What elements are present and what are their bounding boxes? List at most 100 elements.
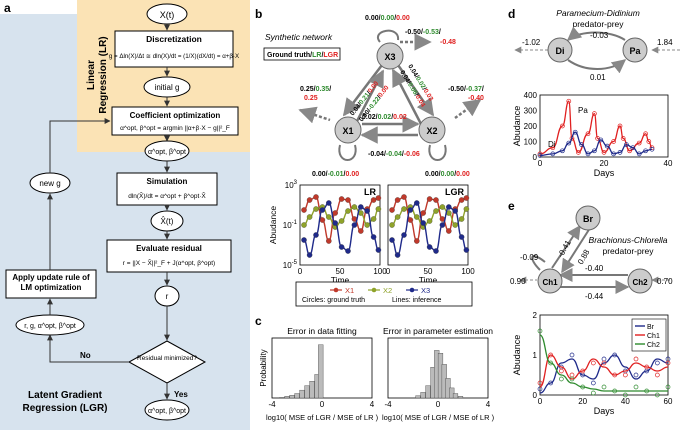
coef-title: Coefficient optimization	[130, 111, 221, 120]
data-point-x1	[332, 210, 338, 216]
series-label-di: Di	[548, 140, 556, 149]
data-point-x1	[345, 197, 351, 203]
series-line-di	[539, 131, 653, 157]
edge-label-x1-x2: 0.02/0.02/0.02	[362, 114, 407, 121]
x-axis-label: Days	[594, 168, 615, 178]
y-tick-label: 200	[524, 122, 538, 131]
data-point-x1	[407, 217, 414, 223]
data-point-x2	[394, 214, 401, 220]
network-legend: Ground truth/LR/LGR	[267, 52, 338, 59]
residual-eq: r = ||X − X̂||²_F + J(α^opt, β^opt)	[123, 259, 215, 267]
data-point-br	[590, 380, 596, 386]
data-point-ch1	[654, 372, 660, 378]
simulation-eq: dln(X̂)/dt = α^opt + β^opt·X̂	[128, 192, 206, 200]
x-tick-label: 0	[320, 400, 325, 409]
data-point-x2	[364, 222, 370, 228]
data-point-pa	[643, 131, 648, 137]
data-point-pa	[620, 136, 626, 141]
data-point-pa	[646, 139, 652, 144]
legend-marker-x3	[409, 287, 415, 293]
lgr-title-1: Latent Gradient	[28, 390, 103, 401]
lm-rule: Apply update rule of LM optimization	[12, 273, 90, 292]
discretization-title: Discretization	[146, 34, 202, 44]
data-point-di	[585, 151, 591, 157]
legend-marker-x2	[371, 287, 377, 293]
node-ch1	[537, 268, 563, 294]
data-point-br	[654, 360, 660, 366]
chart-title: Error in parameter estimation	[383, 326, 493, 336]
data-point-x1	[313, 194, 319, 200]
x-tick-label: 20	[600, 159, 609, 168]
panel-label-d: d	[508, 7, 515, 21]
e-weight-4: 0.90	[510, 277, 526, 286]
edge-label-x1-self: 0.00/-0.01/0.00	[312, 171, 359, 178]
data-point-ch1	[601, 360, 607, 366]
data-point-di	[566, 140, 572, 146]
edge-label-x2-self: 0.00/0.00/0.00	[425, 171, 470, 178]
data-point-di	[550, 151, 556, 157]
data-point-x3	[420, 220, 426, 226]
data-point-br	[548, 380, 554, 386]
d-title-1: Paramecium-Didinium	[556, 8, 640, 18]
data-point-x1	[370, 197, 377, 203]
data-point-x3	[326, 200, 332, 206]
data-point-x1	[420, 210, 426, 216]
histogram-bar	[289, 395, 295, 399]
data-point-x3	[301, 237, 307, 243]
data-point-x3	[414, 200, 420, 206]
series-line-pa	[539, 100, 653, 155]
legend-label-ch2: Ch2	[647, 342, 660, 349]
data-point-x3	[351, 222, 358, 228]
data-point-x2	[370, 216, 377, 222]
yes-label: Yes	[174, 390, 188, 399]
e-weight-1: -0.09	[520, 253, 539, 262]
data-point-di	[617, 150, 623, 155]
data-point-x3	[375, 247, 382, 253]
simulation-box	[116, 172, 218, 206]
data-point-x3	[463, 247, 470, 253]
data-point-ch1	[558, 368, 564, 374]
final-label: α^opt, β^opt	[148, 408, 186, 415]
y-tick-label: 1	[533, 351, 538, 360]
histogram-bar	[279, 397, 285, 399]
data-point-x3	[394, 252, 401, 258]
legend-label-x2: X2	[383, 286, 392, 295]
data-point-ch1	[548, 352, 554, 358]
x-tick-label: 100	[461, 267, 475, 276]
data-point-ch2	[665, 384, 671, 390]
data-point-x1	[401, 194, 407, 200]
data-point-pa	[601, 150, 607, 155]
y-axis-label: Abudance	[512, 335, 522, 376]
y-tick-label: 2	[533, 311, 538, 320]
histogram-bar	[309, 381, 315, 399]
series-line-ch2	[539, 334, 668, 392]
x-axis-label: Days	[594, 406, 615, 416]
x-tick-label: 40	[621, 397, 630, 406]
histogram-bar	[299, 389, 305, 399]
ts-legend-box	[295, 281, 473, 307]
data-point-x2	[375, 206, 382, 212]
x-tick-label: 0	[538, 159, 543, 168]
data-point-x1	[389, 207, 395, 213]
panel-a: a Linear Regression (LR) Latent Gradient…	[0, 0, 250, 430]
histogram-bar	[425, 385, 431, 399]
panel-b: b Synthetic network Ground truth/LR/LGR …	[255, 7, 484, 307]
node-x2	[418, 116, 446, 144]
histogram-bar	[415, 395, 421, 399]
data-point-di	[604, 143, 610, 149]
x-tick-label: 0	[386, 267, 391, 276]
x-tick-label: 60	[664, 397, 673, 406]
data-point-pa	[560, 123, 565, 129]
data-point-x3	[358, 204, 364, 210]
no-label: No	[80, 351, 91, 360]
data-point-ch2	[580, 384, 586, 390]
chart-title: LGR	[445, 187, 464, 197]
y-tick-label: 300	[524, 107, 538, 116]
data-point-x3	[319, 207, 326, 213]
final-node	[144, 399, 190, 421]
data-point-x3	[458, 234, 465, 240]
data-point-x3	[439, 222, 446, 228]
d-title-2: predator-prey	[572, 19, 624, 29]
